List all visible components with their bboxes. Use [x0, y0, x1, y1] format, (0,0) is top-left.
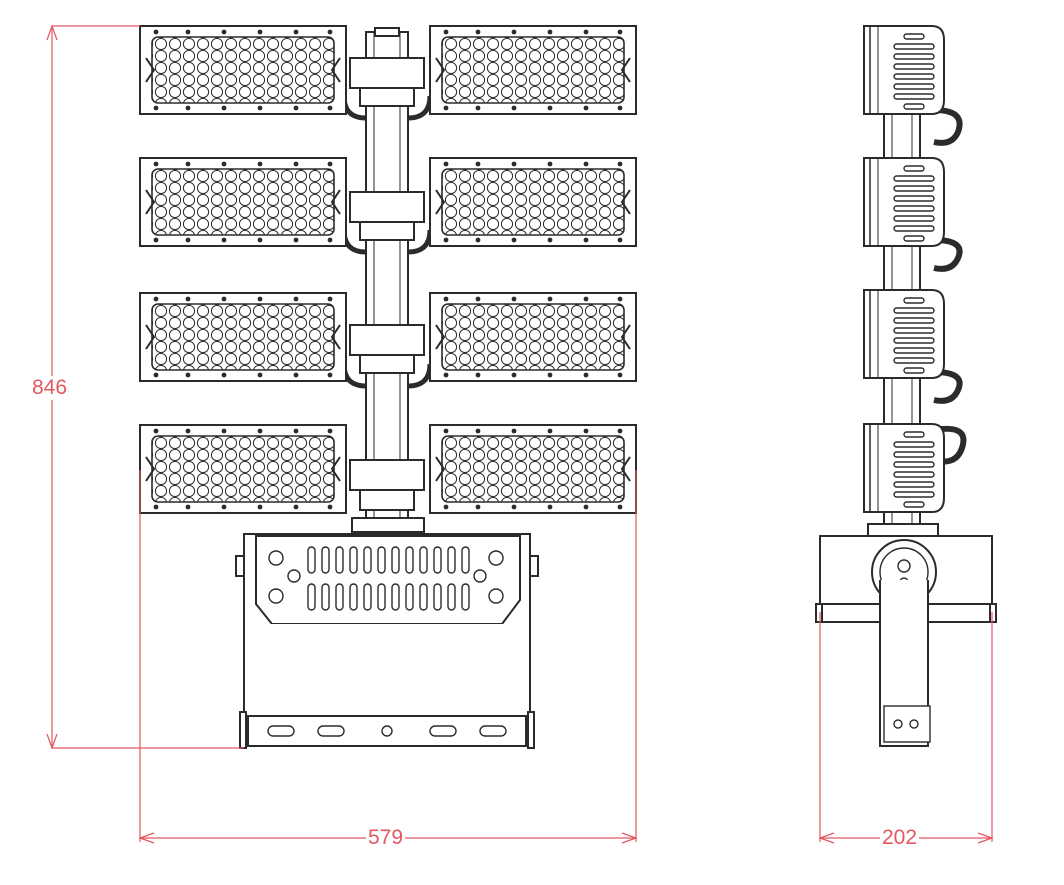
front-view: [139, 25, 637, 749]
led-module: [139, 424, 347, 514]
led-module: [139, 157, 347, 247]
side-led-module: [863, 25, 945, 115]
side-led-module: [863, 157, 945, 247]
side-view: [815, 25, 997, 747]
depth-dimension-label: 202: [880, 826, 920, 850]
led-module: [429, 424, 637, 514]
side-driver-housing: [815, 523, 997, 747]
width-dimension-label: 579: [366, 826, 406, 850]
led-module: [139, 292, 347, 382]
led-module: [429, 157, 637, 247]
side-led-module: [863, 423, 945, 513]
mounting-yoke: [239, 624, 535, 749]
pole-clamps: [349, 57, 425, 511]
side-led-module: [863, 289, 945, 379]
height-dimension-label: 846: [30, 376, 70, 400]
led-module: [429, 292, 637, 382]
led-module: [139, 25, 347, 115]
side-cable-loops: [933, 107, 967, 465]
led-module: [429, 25, 637, 115]
central-pole: [365, 27, 409, 531]
